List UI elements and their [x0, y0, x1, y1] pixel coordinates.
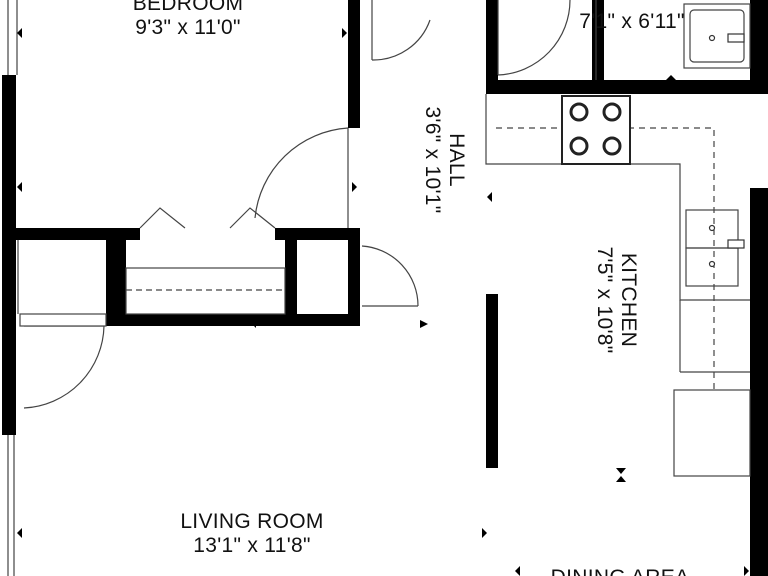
kitchen-sink-2 [685, 247, 739, 287]
dimension-markers [17, 18, 749, 576]
fridge [673, 389, 751, 477]
wall-bath-left [486, 0, 498, 88]
wall-bath-bottom [486, 80, 768, 94]
bedroom-name: BEDROOM [132, 0, 244, 15]
hall-dims: 3'6" x 10'1" [421, 106, 444, 214]
living-room-label: LIVING ROOM 13'1" x 11'8" [152, 510, 352, 558]
bifold-door-left [139, 207, 186, 229]
wall-bath-inner [592, 0, 604, 88]
marker [17, 28, 22, 38]
living-room-dims: 13'1" x 11'8" [193, 534, 311, 557]
marker [482, 528, 487, 538]
outlines [7, 0, 751, 576]
stove [561, 95, 631, 165]
marker [744, 566, 749, 576]
closet-shelf [125, 267, 286, 315]
kitchen-name: KITCHEN [617, 252, 640, 348]
wall-bedroom-right [348, 0, 360, 128]
counter-outline [485, 94, 750, 301]
dining-area-label: DINING AREA [520, 566, 720, 576]
marker [666, 75, 676, 80]
hall-door-swing [371, 19, 431, 61]
bedroom-label: BEDROOM 9'3" x 11'0" [98, 0, 278, 40]
bath-label: 7'1" x 6'11" [552, 10, 712, 34]
wall-bath-right [750, 0, 768, 94]
bath-dims: 7'1" x 6'11" [579, 10, 685, 33]
kitchen-dims: 7'5" x 10'8" [593, 246, 616, 354]
entry-door-frame [19, 313, 107, 327]
marker [250, 316, 256, 328]
wall-closet-right [285, 228, 297, 326]
marker [17, 528, 22, 538]
wall-kitchen-right [750, 188, 768, 576]
faucets [708, 33, 745, 268]
living-room-name: LIVING ROOM [180, 510, 324, 533]
entry-door-swing [23, 325, 105, 409]
marker [17, 182, 22, 192]
wall-bedroom-bottom-left [2, 228, 140, 240]
marker [616, 476, 626, 482]
wall-closet-left [106, 228, 126, 326]
marker [420, 320, 428, 328]
kitchen-label: KITCHEN 7'5" x 10'8" [590, 225, 640, 375]
marker [342, 28, 347, 38]
wall-closet-bottom [106, 314, 360, 326]
bath-vanity [683, 3, 751, 69]
hall-label: HALL 3'6" x 10'1" [418, 85, 468, 235]
closet-door-swing [361, 245, 419, 307]
dining-area-name: DINING AREA [520, 566, 720, 576]
bedroom-door-swing [254, 127, 349, 219]
bifold-door-right [229, 207, 276, 229]
marker [352, 182, 357, 192]
hall-name: HALL [445, 133, 468, 187]
bath-door-swing [497, 0, 571, 76]
wall-hall-left [348, 246, 360, 326]
wall-left-exterior [2, 75, 16, 435]
marker [487, 192, 492, 202]
marker [491, 18, 496, 28]
bedroom-dims: 9'3" x 11'0" [135, 16, 241, 39]
marker [515, 566, 520, 576]
marker [616, 468, 626, 474]
wall-partition [486, 294, 498, 468]
